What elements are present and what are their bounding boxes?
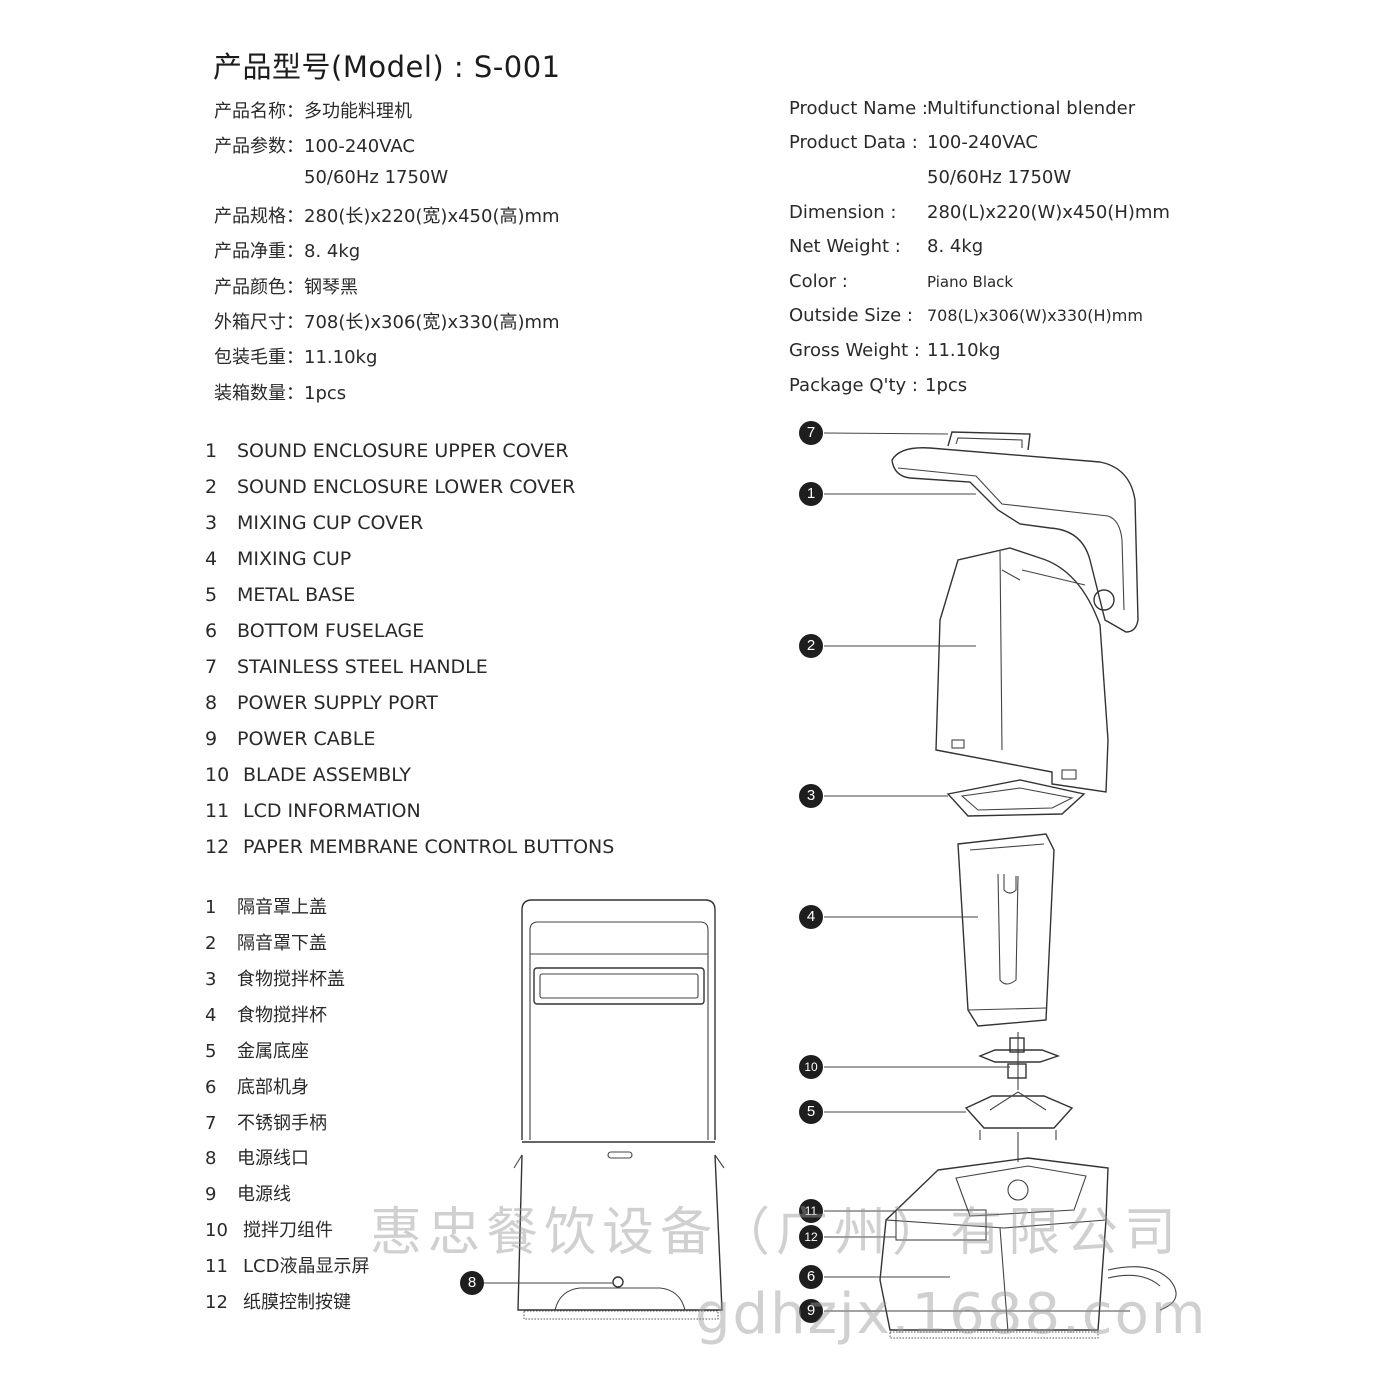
callout-5: 5 [799, 1100, 823, 1124]
spec-en-row: 50/60Hz 1750W [927, 167, 1072, 188]
spec-en-row: Package Q'ty :1pcs [789, 375, 968, 396]
callout-9: 9 [799, 1299, 823, 1323]
callout-6: 6 [799, 1265, 823, 1289]
watermark-company: 惠忠餐饮设备（广州）有限公司 [370, 1203, 1183, 1263]
callout-7: 7 [799, 421, 823, 445]
callout-1: 1 [799, 482, 823, 506]
callout-12: 12 [799, 1225, 823, 1249]
port-leader [484, 1282, 613, 1284]
spec-cn-row: 包装毛重：11.10kg [214, 347, 378, 368]
callout-3: 3 [799, 784, 823, 808]
spec-en-row: Gross Weight :11.10kg [789, 340, 1001, 361]
page-title: 产品型号(Model) : S-001 [213, 50, 561, 84]
spec-en-row: Product Name :Multifunctional blender [789, 98, 1136, 119]
spec-cn-row: 产品净重：8. 4kg [214, 241, 361, 262]
callout-11: 11 [799, 1199, 823, 1223]
callout-10: 10 [799, 1055, 823, 1079]
spec-cn-row: 装箱数量：1pcs [214, 383, 347, 404]
callout-4: 4 [799, 905, 823, 929]
spec-en-row: Product Data :100-240VAC [789, 132, 1038, 153]
spec-cn-row: 产品参数：100-240VAC [214, 136, 415, 157]
spec-cn-row: 产品规格：280(长)x220(宽)x450(高)mm [214, 206, 560, 227]
spec-cn-row: 外箱尺寸：708(长)x306(宽)x330(高)mm [214, 312, 560, 333]
spec-cn-row: 50/60Hz 1750W [304, 167, 449, 188]
blender-front-view [513, 899, 725, 1320]
spec-en-row: Net Weight :8. 4kg [789, 236, 984, 257]
spec-en-row: Color :Piano Black [789, 271, 1014, 292]
callout-2: 2 [799, 634, 823, 658]
callout-8: 8 [460, 1271, 484, 1295]
spec-cn-row: 产品颜色：钢琴黑 [214, 277, 358, 298]
spec-en-row: Outside Size :708(L)x306(W)x330(H)mm [789, 305, 1143, 326]
watermark-site: gdhzjx.1688.com [695, 1282, 1208, 1347]
spec-cn-row: 产品名称：多功能料理机 [214, 101, 412, 122]
spec-en-row: Dimension :280(L)x220(W)x450(H)mm [789, 202, 1170, 223]
blender-exploded-view [823, 431, 1177, 1339]
